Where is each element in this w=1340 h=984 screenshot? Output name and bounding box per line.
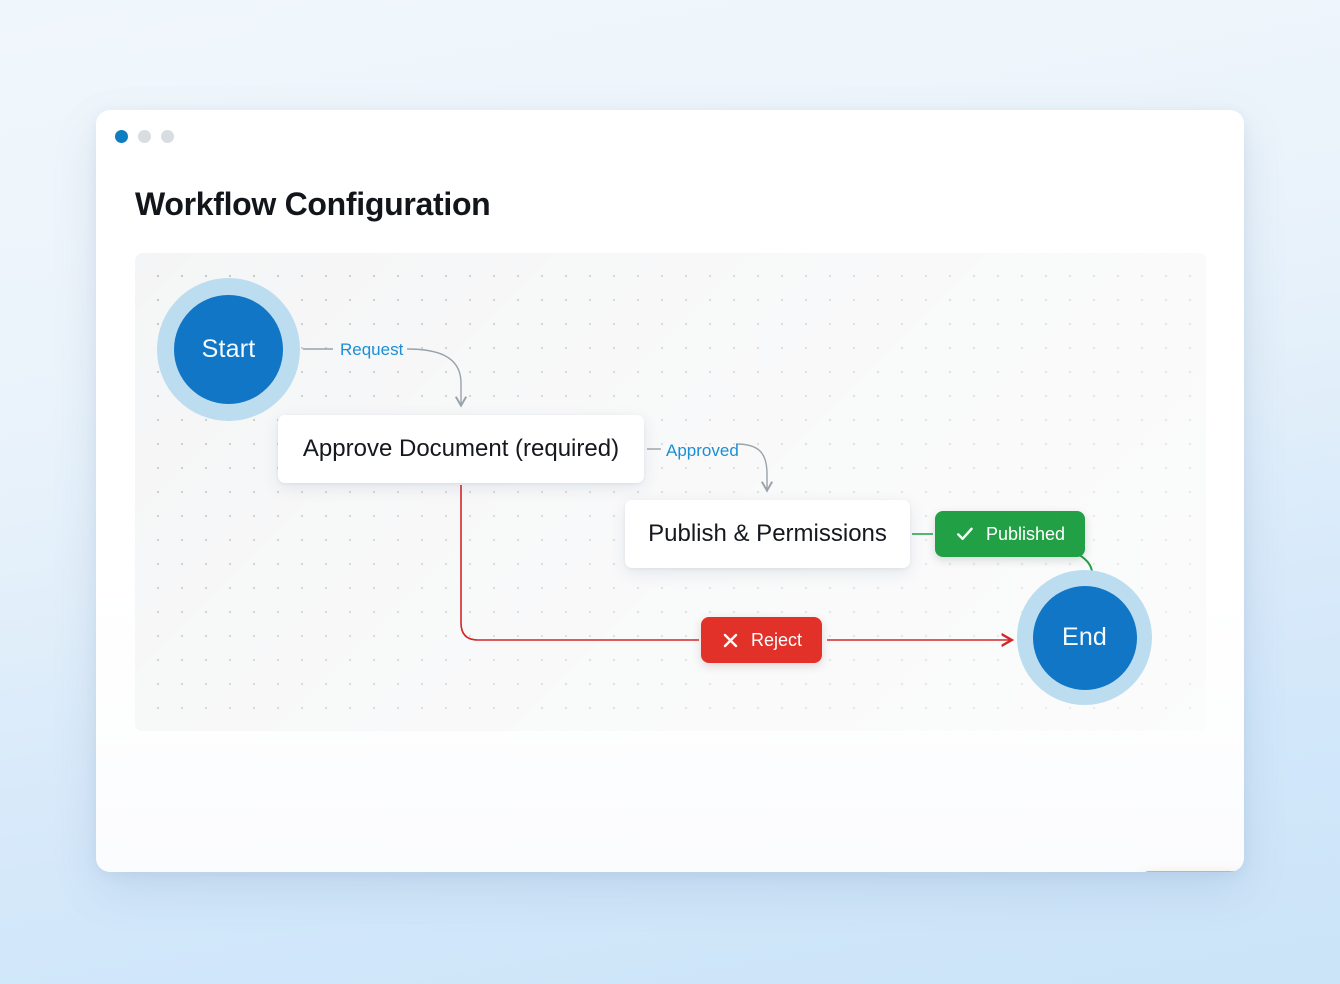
edge-label-request: Request bbox=[340, 340, 404, 359]
edge-approved-to-publish bbox=[735, 443, 767, 490]
activate-button[interactable]: Activate bbox=[1141, 871, 1244, 872]
node-publish-permissions-label: Publish & Permissions bbox=[648, 520, 887, 547]
node-start-label: Start bbox=[174, 295, 283, 404]
window-dot-idle-1[interactable] bbox=[138, 129, 151, 143]
window-dot-active[interactable] bbox=[115, 129, 128, 143]
badge-reject-label: Reject bbox=[751, 629, 803, 650]
close-icon bbox=[721, 631, 740, 650]
page-title: Workflow Configuration bbox=[135, 186, 491, 222]
node-approve-document[interactable]: Approve Document (required) bbox=[278, 415, 644, 483]
workflow-canvas[interactable]: Start End Approve Document (required) Pu… bbox=[135, 253, 1206, 731]
edge-approve-to-reject bbox=[460, 485, 699, 641]
app-window: Workflow Configuration bbox=[96, 110, 1244, 872]
node-approve-document-label: Approve Document (required) bbox=[302, 435, 620, 462]
edge-request-to-approve bbox=[406, 348, 461, 405]
edge-label-approved: Approved bbox=[666, 441, 739, 460]
check-icon bbox=[955, 524, 975, 544]
badge-reject[interactable]: Reject bbox=[701, 617, 823, 663]
node-end-label: End bbox=[1032, 585, 1137, 690]
badge-published[interactable]: Published bbox=[935, 511, 1086, 557]
badge-published-label: Published bbox=[986, 523, 1066, 544]
node-end[interactable]: End bbox=[1017, 570, 1152, 705]
window-dot-idle-2[interactable] bbox=[161, 129, 174, 143]
window-titlebar bbox=[96, 110, 1244, 162]
node-publish-permissions[interactable]: Publish & Permissions bbox=[625, 500, 910, 568]
node-start[interactable]: Start bbox=[157, 278, 300, 421]
